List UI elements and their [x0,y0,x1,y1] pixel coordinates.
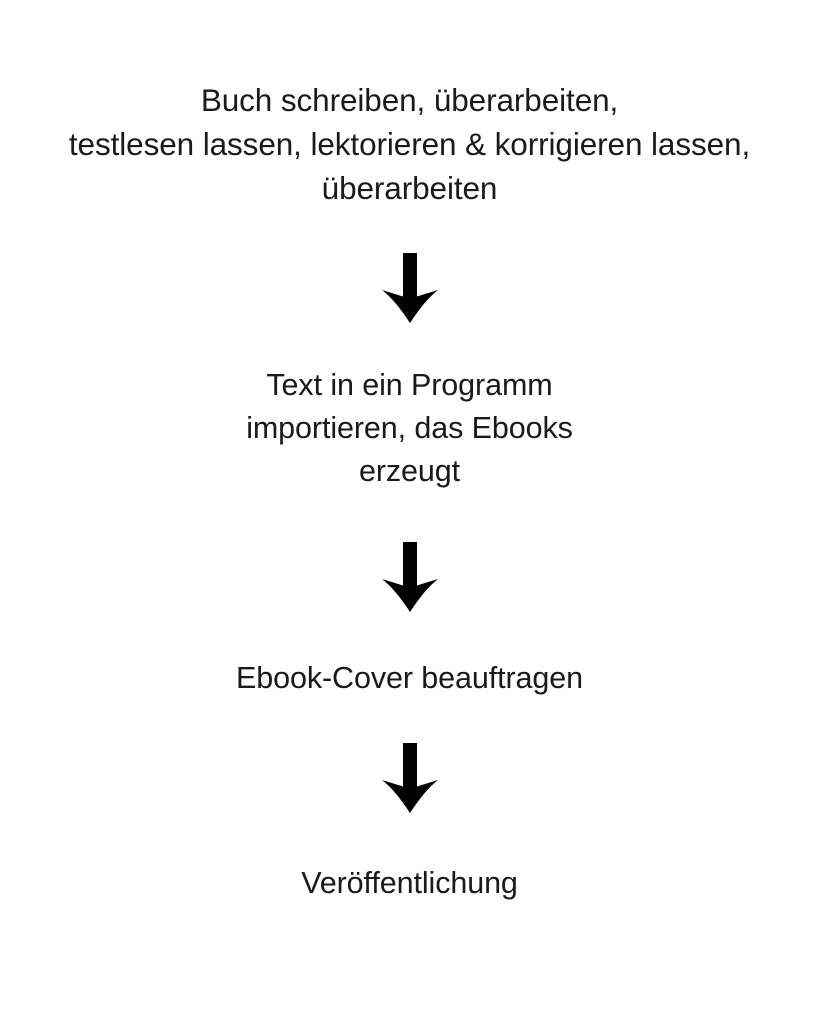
flow-step-1-line-2: testlesen lassen, lektorieren & korrigie… [68,126,751,162]
arrow-down-icon [381,541,439,613]
flow-step-3: Ebook-Cover beauftragen [0,657,819,700]
flow-step-2: Text in ein Programm importieren, das Eb… [0,364,819,493]
flow-step-4-line-1: Veröffentlichung [301,866,518,900]
flow-step-2-line-3: erzeugt [358,454,461,488]
flow-step-2-line-2: importieren, das Ebooks [246,411,573,445]
arrow-down-icon [381,742,439,814]
flow-step-1-line-1: Buch schreiben, überarbeiten, [200,82,619,118]
arrow-down-icon [381,252,439,324]
flow-step-2-line-1: Text in ein Programm [266,368,553,402]
flow-step-4: Veröffentlichung [0,862,819,905]
flow-step-3-line-1: Ebook-Cover beauftragen [236,661,583,695]
flow-step-1: Buch schreiben, überarbeiten, testlesen … [0,78,819,210]
flow-step-1-line-3: überarbeiten [321,170,498,206]
